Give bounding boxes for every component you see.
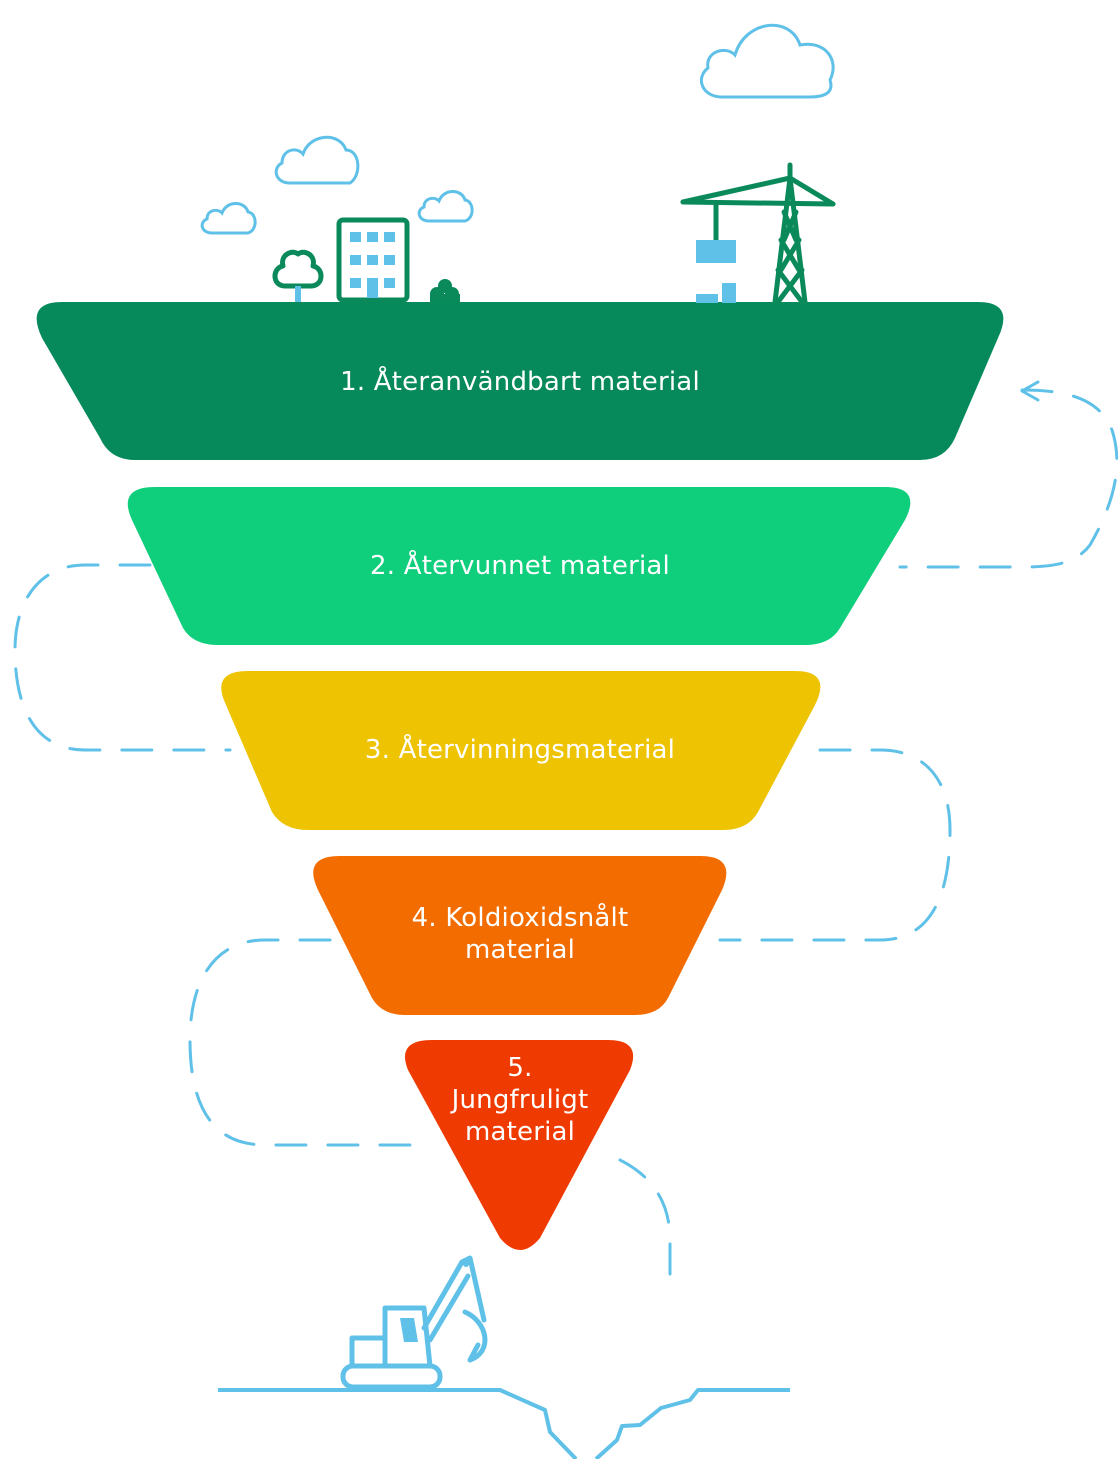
level-1-label: 1. Återanvändbart material: [260, 366, 780, 398]
dashed-flow-path: [13, 388, 1118, 1287]
level-5-text-line2: Jungfruligt: [451, 1085, 589, 1115]
cloud-icon: [699, 23, 835, 99]
ground-line: [218, 1388, 790, 1461]
level-3-label: 3. Återvinningsmaterial: [270, 734, 770, 766]
level-1-shape: [36, 302, 1004, 460]
excavator-icon: [340, 1255, 488, 1390]
level-3-text: 3. Återvinningsmaterial: [364, 735, 676, 765]
crane-block-icon: [722, 283, 736, 303]
level-3-shape: [221, 671, 821, 830]
arrow-head-icon: [1020, 380, 1040, 402]
bush-icon: [430, 279, 460, 302]
level-5-label: 5. Jungfruligt material: [440, 1052, 600, 1148]
level-1-text: 1. Återanvändbart material: [340, 367, 700, 397]
level-4-label: 4. Koldioxidsnålt material: [370, 902, 670, 966]
crane-block-icon: [696, 294, 718, 303]
cloud-icon: [200, 202, 257, 235]
excavator-window-icon: [400, 1318, 418, 1342]
level-2-label: 2. Återvunnet material: [270, 550, 770, 582]
level-5-text-line1: 5.: [507, 1053, 533, 1083]
crane-icon: [680, 162, 836, 305]
building-icon: [336, 217, 410, 303]
level-5-shape: [405, 1040, 634, 1250]
crane-load-icon: [696, 240, 736, 263]
level-4-shape: [313, 856, 727, 1015]
level-4-text-line1: 4. Koldioxidsnålt: [411, 903, 629, 933]
level-2-text: 2. Återvunnet material: [370, 551, 670, 581]
cloud-icon: [417, 190, 474, 223]
cloud-icon: [274, 135, 360, 185]
tree-icon: [272, 249, 324, 302]
level-5-text-line3: material: [464, 1117, 576, 1147]
level-2-shape: [127, 487, 911, 645]
level-4-text-line2: material: [464, 935, 576, 965]
excavator-joint-icon: [463, 1261, 469, 1267]
